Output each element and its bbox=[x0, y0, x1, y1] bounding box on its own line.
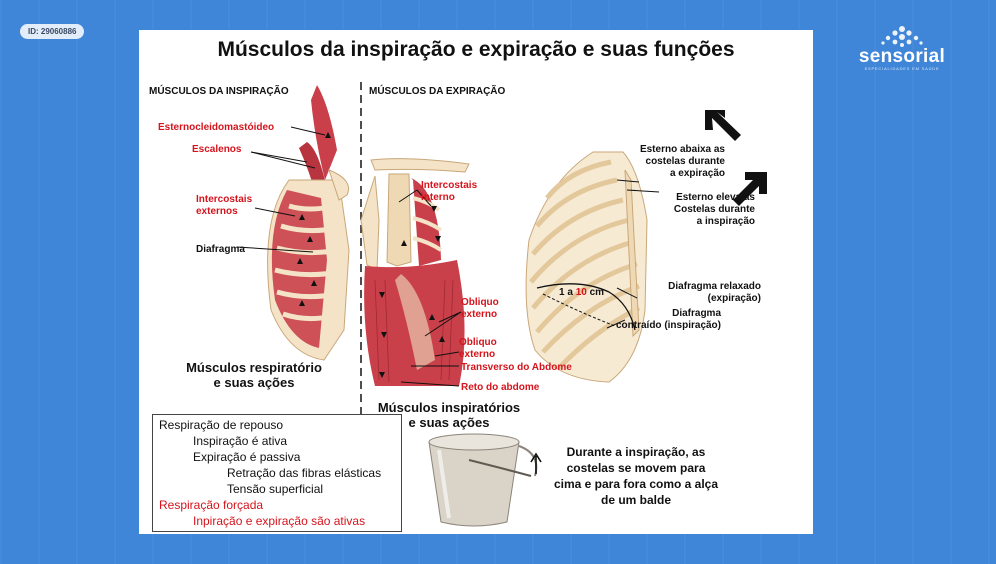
label-sternum-raises: Esterno eleva as Costelas durante a insp… bbox=[655, 192, 755, 228]
caption-middle-line1: Músculos inspiratórios bbox=[377, 400, 521, 415]
label-int-oblique-2: externo bbox=[459, 349, 496, 360]
caption-left: Músculos respiratório e suas ações bbox=[179, 360, 329, 390]
bucket-caption-line3: cima e para fora como a alça bbox=[553, 477, 719, 491]
caption-left-line2: e suas ações bbox=[213, 375, 295, 390]
label-diaphragm-relaxed-line2: (expiração) bbox=[707, 293, 761, 304]
bucket-caption-line4: de um balde bbox=[600, 493, 671, 507]
header-expiration: MÚSCULOS DA EXPIRAÇÃO bbox=[369, 86, 506, 97]
label-ext-oblique-1: Obliquo bbox=[461, 297, 499, 308]
label-int-intercostals-1: Intercostais bbox=[421, 180, 478, 191]
bucket-caption-line1: Durante a inspiração, as bbox=[566, 445, 706, 459]
label-sternum-lowers-line3: a expiração bbox=[669, 168, 725, 179]
label-sternum-raises-line1: Esterno eleva as bbox=[676, 192, 755, 203]
summary-line-4: Retração das fibras elásticas bbox=[227, 466, 382, 480]
label-diaphragm-contracted-line1: Diafragma bbox=[672, 308, 721, 319]
ribcage-figure bbox=[525, 110, 767, 383]
summary-line-1: Respiração de repouso bbox=[159, 418, 284, 432]
left-thorax-figure bbox=[267, 85, 350, 361]
summary-line-2: Inspiração é ativa bbox=[193, 434, 288, 448]
label-distance-value: 10 bbox=[575, 287, 587, 298]
caption-left-line1: Músculos respiratório bbox=[186, 360, 322, 375]
label-distance-unit: cm bbox=[586, 287, 605, 298]
label-sternum-raises-line2: Costelas durante bbox=[673, 204, 755, 215]
bucket-illustration bbox=[428, 433, 542, 527]
label-diaphragm-contracted-line2: contraído (inspiração) bbox=[615, 320, 721, 331]
caption-middle-line2: e suas ações bbox=[408, 415, 490, 430]
anatomy-illustration bbox=[236, 82, 767, 527]
label-distance-prefix: 1 a bbox=[559, 287, 576, 298]
slide-title: Músculos da inspiração e expiração e sua… bbox=[217, 38, 735, 61]
label-sternum-lowers: Esterno abaixa as costelas durante a exp… bbox=[625, 144, 725, 180]
summary-line-3: Expiração é passiva bbox=[193, 450, 301, 464]
summary-line-5: Tensão superficial bbox=[227, 482, 324, 496]
label-ext-intercostals-2: externos bbox=[196, 206, 238, 217]
label-sternum-lowers-line2: costelas durante bbox=[645, 156, 725, 167]
bucket-handle-caption: Durante a inspiração, as costelas se mov… bbox=[547, 444, 725, 508]
label-distance: 1 a 10 cm bbox=[559, 287, 604, 299]
label-int-intercostals-2: interno bbox=[421, 192, 455, 203]
breathing-summary-box: Respiração de repouso Inspiração é ativa… bbox=[152, 414, 402, 532]
label-int-oblique-1: Obliquo bbox=[459, 337, 497, 348]
label-transverse-abdominis: Transverso do Abdome bbox=[461, 362, 572, 373]
label-ext-oblique-2: externo bbox=[461, 309, 498, 320]
caption-middle: Músculos inspiratórios e suas ações bbox=[369, 400, 529, 430]
label-sternocleidomastoid: Esternocleidomastóideo bbox=[158, 122, 275, 133]
logo-tagline: ESPECIALIDADES EM SAÚDE bbox=[864, 66, 940, 71]
sensorial-logo: sensorial ESPECIALIDADES EM SAÚDE bbox=[852, 24, 952, 71]
logo-dots-icon bbox=[881, 26, 923, 47]
label-rectus-abdominis: Reto do abdome bbox=[461, 382, 540, 393]
id-badge: ID: 29060886 bbox=[20, 24, 85, 39]
bucket-caption-line2: costelas se movem para bbox=[566, 461, 706, 475]
middle-abdomen-figure bbox=[360, 158, 470, 386]
label-ext-intercostals-1: Intercostais bbox=[196, 194, 253, 205]
label-diaphragm-relaxed-line1: Diafragma relaxado bbox=[668, 281, 761, 292]
summary-line-6: Respiração forçada bbox=[159, 498, 264, 512]
label-sternum-raises-line3: a inspiração bbox=[696, 216, 755, 227]
label-diaphragm-relaxed: Diafragma relaxado (expiração) bbox=[647, 281, 761, 305]
label-scalenes: Escalenos bbox=[192, 144, 242, 155]
header-inspiration: MÚSCULOS DA INSPIRAÇÃO bbox=[149, 86, 289, 97]
label-diaphragm: Diafragma bbox=[196, 244, 245, 255]
label-diaphragm-contracted: Diafragma contraído (inspiração) bbox=[603, 308, 721, 332]
label-sternum-lowers-line1: Esterno abaixa as bbox=[639, 144, 725, 155]
summary-line-7: Inpiração e expiração são ativas bbox=[193, 514, 366, 528]
logo-name: sensorial bbox=[858, 46, 946, 67]
slide: Músculos da inspiração e expiração e sua… bbox=[139, 30, 813, 534]
